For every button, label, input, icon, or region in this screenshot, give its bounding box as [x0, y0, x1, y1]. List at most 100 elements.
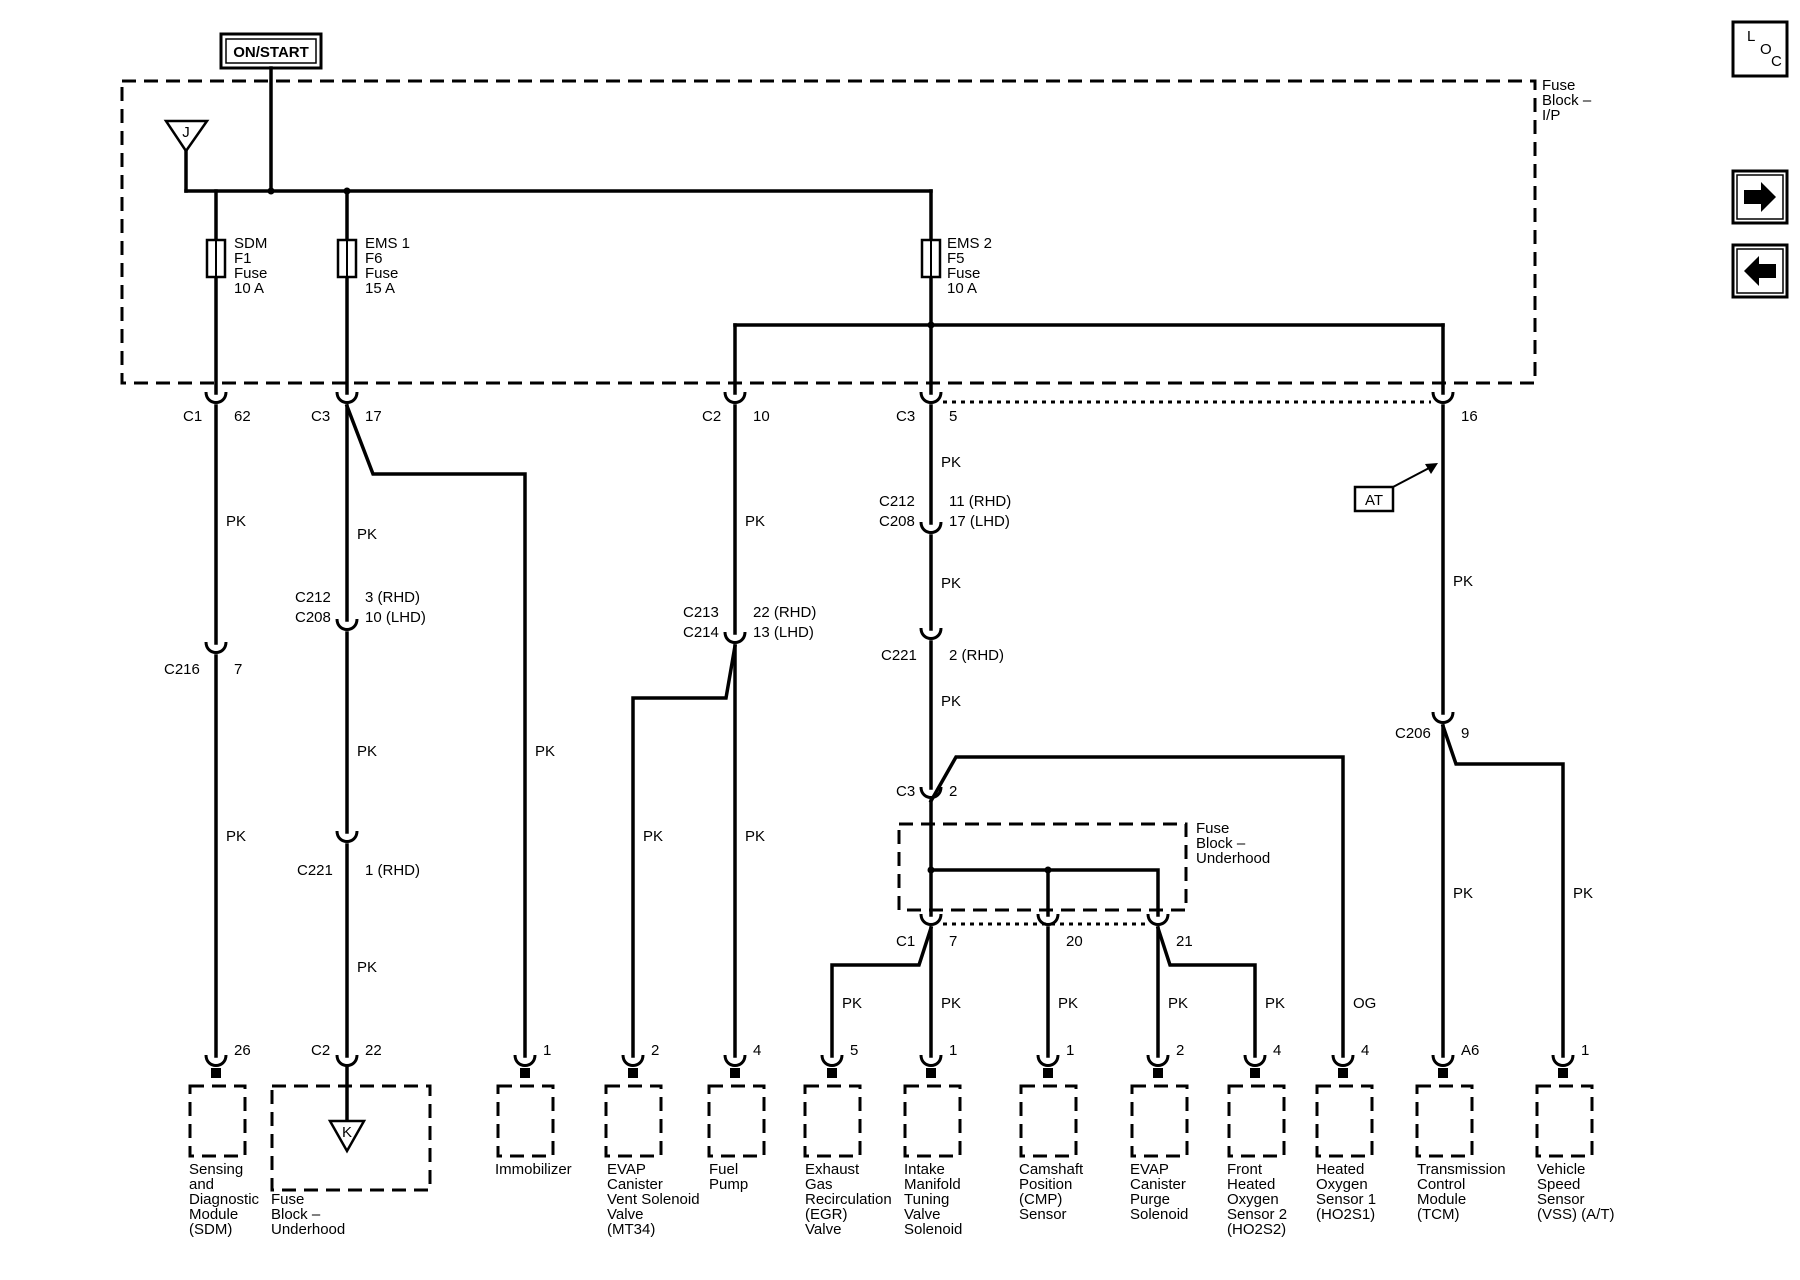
- svg-text:Fuse: Fuse: [271, 1191, 304, 1208]
- svg-text:7: 7: [234, 661, 242, 678]
- svg-text:Solenoid: Solenoid: [1130, 1206, 1188, 1223]
- svg-text:Fuse: Fuse: [947, 265, 980, 282]
- connector-pin-20: 20: [1066, 933, 1083, 950]
- svg-text:EMS 2: EMS 2: [947, 235, 992, 252]
- component-fuse-block-underhood: C2 22 K Fuse Block – Underhood: [270, 1042, 432, 1238]
- component-intake-manifold-valve: 1 Intake Manifold Tuning Valve Solenoid: [903, 1042, 962, 1238]
- svg-text:15 A: 15 A: [365, 280, 395, 297]
- connector-c2-10: C2 10: [702, 408, 770, 425]
- svg-text:1: 1: [543, 1042, 551, 1059]
- svg-text:(SDM): (SDM): [189, 1221, 232, 1238]
- svg-text:22 (RHD): 22 (RHD): [753, 604, 816, 621]
- svg-text:Fuel: Fuel: [709, 1161, 738, 1178]
- svg-text:C208: C208: [879, 513, 915, 530]
- at-option-tag: AT: [1353, 463, 1438, 513]
- connector-c3-17: C3 17: [311, 408, 382, 425]
- svg-text:(VSS) (A/T): (VSS) (A/T): [1537, 1206, 1615, 1223]
- svg-text:Exhaust: Exhaust: [805, 1161, 860, 1178]
- svg-text:Solenoid: Solenoid: [904, 1221, 962, 1238]
- svg-text:and: and: [189, 1176, 214, 1193]
- wire-color-label: PK: [226, 513, 246, 530]
- svg-text:Intake: Intake: [904, 1161, 945, 1178]
- svg-text:Block –: Block –: [1196, 835, 1246, 852]
- wire-color-label: PK: [941, 454, 961, 471]
- svg-text:C1: C1: [183, 408, 202, 425]
- svg-text:Vehicle: Vehicle: [1537, 1161, 1585, 1178]
- svg-text:7: 7: [949, 933, 957, 950]
- svg-text:5: 5: [949, 408, 957, 425]
- svg-text:9: 9: [1461, 725, 1469, 742]
- wire-color-label: PK: [643, 828, 663, 845]
- wire-color-label: PK: [357, 526, 377, 543]
- svg-text:Valve: Valve: [805, 1221, 841, 1238]
- svg-text:K: K: [342, 1124, 352, 1141]
- svg-text:26: 26: [234, 1042, 251, 1059]
- svg-text:Manifold: Manifold: [904, 1176, 961, 1193]
- connector-c221-a: C221 1 (RHD): [297, 862, 420, 879]
- svg-text:3 (RHD): 3 (RHD): [365, 589, 420, 606]
- svg-text:11 (RHD): 11 (RHD): [949, 493, 1011, 510]
- wire-color-label: PK: [357, 743, 377, 760]
- svg-text:10 A: 10 A: [234, 280, 264, 297]
- connector-pin-21: 21: [1176, 933, 1193, 950]
- connector-c1-62: C1 62: [183, 408, 251, 425]
- svg-text:Oxygen: Oxygen: [1316, 1176, 1368, 1193]
- svg-text:Vent Solenoid: Vent Solenoid: [607, 1191, 700, 1208]
- svg-text:5: 5: [850, 1042, 858, 1059]
- connector-c1-7: C1 7: [896, 933, 957, 950]
- svg-text:SDM: SDM: [234, 235, 267, 252]
- wire-color-label: PK: [1573, 885, 1593, 902]
- location-button[interactable]: L O C: [1731, 20, 1789, 78]
- wire-color-label: PK: [535, 743, 555, 760]
- wire-color-label: PK: [941, 995, 961, 1012]
- svg-text:Recirculation: Recirculation: [805, 1191, 892, 1208]
- svg-text:F5: F5: [947, 250, 965, 267]
- svg-text:13 (LHD): 13 (LHD): [753, 624, 814, 641]
- fuse-block-underhood: [897, 822, 1188, 912]
- svg-text:C213: C213: [683, 604, 719, 621]
- arrow-right-icon: [1744, 182, 1776, 212]
- arrow-left-icon: [1744, 256, 1776, 286]
- svg-text:Fuse: Fuse: [1196, 820, 1229, 837]
- next-page-button[interactable]: [1731, 169, 1789, 225]
- component-cmp-sensor: 1 Camshaft Position (CMP) Sensor: [1019, 1042, 1084, 1223]
- svg-text:Pump: Pump: [709, 1176, 748, 1193]
- svg-text:F1: F1: [234, 250, 252, 267]
- svg-text:Gas: Gas: [805, 1176, 833, 1193]
- svg-text:C208: C208: [295, 609, 331, 626]
- wire-color-label: PK: [1058, 995, 1078, 1012]
- svg-text:Camshaft: Camshaft: [1019, 1161, 1084, 1178]
- svg-text:22: 22: [365, 1042, 382, 1059]
- component-evap-vent-solenoid: 2 EVAP Canister Vent Solenoid Valve (MT3…: [604, 1042, 700, 1238]
- svg-text:Sensor 2: Sensor 2: [1227, 1206, 1287, 1223]
- component-ho2s1: 4 Heated Oxygen Sensor 1 (HO2S1): [1315, 1042, 1376, 1223]
- svg-text:EMS 1: EMS 1: [365, 235, 410, 252]
- svg-text:Module: Module: [1417, 1191, 1466, 1208]
- svg-text:C206: C206: [1395, 725, 1431, 742]
- svg-text:Transmission: Transmission: [1417, 1161, 1506, 1178]
- svg-text:C3: C3: [896, 783, 915, 800]
- wire-color-label: PK: [357, 959, 377, 976]
- svg-text:17 (LHD): 17 (LHD): [949, 513, 1010, 530]
- previous-page-button[interactable]: [1731, 243, 1789, 299]
- wire-color-label: PK: [745, 513, 765, 530]
- component-fuel-pump: 4 Fuel Pump: [707, 1042, 766, 1193]
- fuse-sdm: SDM F1 Fuse 10 A: [205, 235, 267, 297]
- svg-text:62: 62: [234, 408, 251, 425]
- wire-color-label: PK: [941, 693, 961, 710]
- svg-text:AT: AT: [1365, 492, 1383, 509]
- svg-text:C221: C221: [881, 647, 917, 664]
- svg-text:Underhood: Underhood: [271, 1221, 345, 1238]
- fuse-block-underhood-label: Fuse Block – Underhood: [1196, 820, 1270, 867]
- svg-text:Tuning: Tuning: [904, 1191, 949, 1208]
- component-vss: 1 Vehicle Speed Sensor (VSS) (A/T): [1535, 1042, 1615, 1223]
- ground-ref-k-icon: [327, 1119, 367, 1154]
- svg-text:(CMP): (CMP): [1019, 1191, 1062, 1208]
- connector-c206: C206 9: [1395, 725, 1469, 742]
- component-evap-purge-solenoid: 2 EVAP Canister Purge Solenoid: [1130, 1042, 1189, 1223]
- svg-text:Canister: Canister: [607, 1176, 663, 1193]
- splice-ref-j: J: [163, 119, 210, 193]
- svg-text:C1: C1: [896, 933, 915, 950]
